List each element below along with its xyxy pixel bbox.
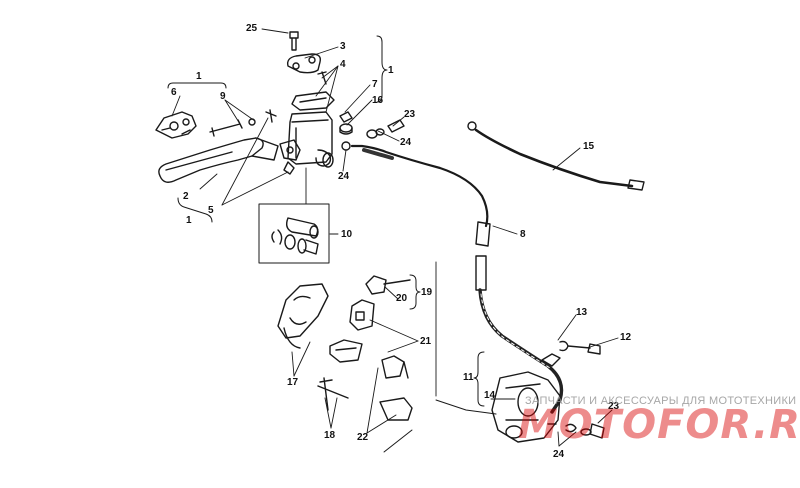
callout-7: 7 [372, 79, 378, 90]
callout-16: 16 [372, 95, 384, 106]
callout-12: 12 [620, 332, 632, 343]
callout-22: 22 [357, 432, 369, 443]
callout-17: 17 [287, 377, 299, 388]
callout-21: 21 [420, 336, 432, 347]
callout-4: 4 [340, 59, 346, 70]
caliper-hardware [277, 275, 413, 421]
clamp-part [286, 53, 322, 74]
reservoir-body [287, 111, 333, 165]
callout-8: 8 [520, 229, 526, 240]
callout-1-top: 1 [388, 65, 394, 76]
callout-24-bottom: 24 [553, 449, 565, 460]
callout-20: 20 [396, 293, 408, 304]
callout-1-left: 1 [196, 71, 202, 82]
watermark-subtitle: ЗАПЧАСТИ И АКСЕССУАРЫ ДЛЯ МОТОТЕХНИКИ [525, 395, 797, 407]
master-cylinder-assembly [279, 31, 353, 168]
callout-2: 2 [183, 191, 189, 202]
callout-3: 3 [340, 41, 346, 52]
callout-19: 19 [421, 287, 433, 298]
leader-lines [171, 28, 619, 447]
pad-spring-part [277, 283, 329, 339]
reservoir-cap [291, 91, 335, 111]
callout-23-top: 23 [404, 109, 416, 120]
reference-lines [305, 167, 437, 397]
brake-caliper [491, 371, 561, 443]
callout-10: 10 [341, 229, 353, 240]
callout-5: 5 [208, 205, 214, 216]
callout-23-bottom: 23 [608, 401, 620, 412]
caliper-assembly [383, 340, 605, 453]
group-brackets [167, 35, 485, 407]
hose-part [474, 128, 634, 188]
brake-lever [158, 137, 264, 183]
callout-9: 9 [220, 91, 226, 102]
callout-11: 11 [463, 372, 474, 383]
bracket-part [155, 111, 197, 139]
callout-24-top-left: 24 [338, 171, 350, 182]
callout-25: 25 [246, 23, 258, 34]
brake-hoses [341, 119, 645, 414]
screw-part [289, 31, 299, 51]
watermark-site-name: MOTOFOR.RU [518, 402, 800, 448]
callout-15: 15 [583, 141, 595, 152]
hose-fitting [475, 221, 491, 247]
callout-13: 13 [576, 307, 588, 318]
callout-18: 18 [324, 430, 336, 441]
callout-1-lower: 1 [186, 215, 192, 226]
callout-14: 14 [484, 390, 496, 401]
piston-kit [258, 203, 330, 264]
lever-assembly [155, 109, 295, 183]
callout-24-top-right: 24 [400, 137, 412, 148]
callout-6: 6 [171, 87, 177, 98]
